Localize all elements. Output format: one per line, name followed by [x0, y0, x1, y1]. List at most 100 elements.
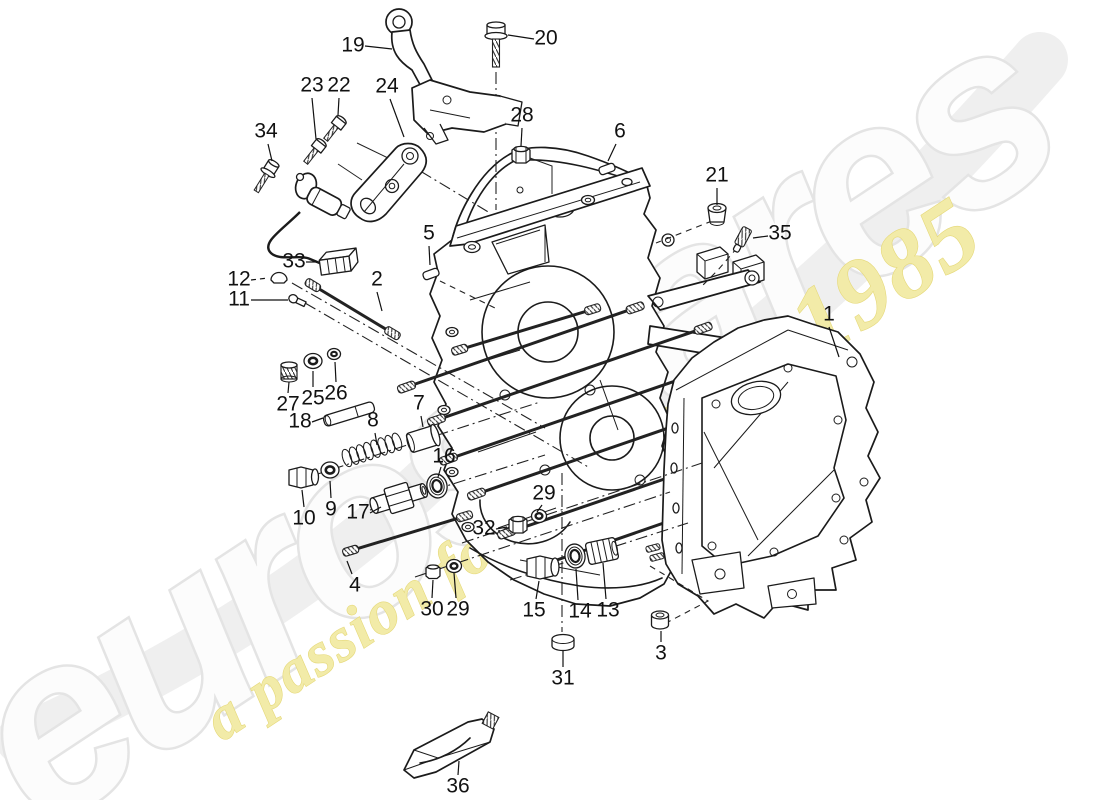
leader-line-27	[287, 381, 290, 394]
callout-22: 22	[327, 74, 350, 97]
part-sensor-arm-24	[350, 142, 428, 223]
callout-24: 24	[375, 75, 399, 98]
part-knurled-nut-27	[280, 361, 298, 383]
leader-line-20	[507, 34, 535, 40]
stud-boss-holes	[437, 326, 475, 533]
callout-29-lower: 29	[446, 598, 469, 621]
leader-line-13	[602, 562, 607, 600]
callout-33: 33	[282, 250, 305, 273]
callout-2: 2	[371, 268, 383, 291]
leader-line-1	[828, 326, 840, 358]
callout-9: 9	[325, 498, 337, 521]
callout-36: 36	[446, 775, 469, 798]
crankcase-right-half	[645, 315, 881, 619]
axis-line	[356, 142, 389, 159]
leader-line-15	[535, 580, 540, 600]
leader-line-9	[329, 480, 332, 499]
callout-27: 27	[276, 393, 299, 416]
leader-line-19	[364, 45, 393, 50]
leader-line-35	[752, 235, 769, 239]
part-washer-29-upper	[530, 508, 548, 524]
callout-23: 23	[300, 74, 323, 97]
leader-line-17	[369, 506, 382, 514]
axis-line	[461, 462, 703, 544]
callout-32: 32	[472, 517, 495, 540]
leader-line-23	[311, 97, 317, 140]
leader-line-5	[428, 245, 431, 266]
part-oring-26	[326, 347, 342, 361]
leader-line-28	[520, 127, 523, 147]
part-pin-35	[732, 226, 752, 253]
leader-line-30	[431, 579, 434, 599]
stud	[426, 321, 713, 427]
part-cap-31	[551, 633, 575, 652]
leader-line-12	[250, 277, 269, 281]
part-sensor-33	[267, 172, 359, 276]
callout-31: 31	[551, 667, 574, 690]
leader-line-10	[301, 489, 305, 508]
leader-line-2	[376, 291, 383, 312]
part-bolt-23	[303, 138, 327, 166]
callout-18: 18	[288, 410, 311, 433]
part-seal-16	[426, 473, 448, 499]
callout-17: 17	[346, 501, 369, 524]
callout-16: 16	[432, 445, 455, 468]
part-sleeve-18	[322, 401, 376, 427]
leader-line-18	[311, 417, 324, 423]
leader-line-22	[337, 97, 340, 116]
leader-line-4	[346, 560, 353, 575]
callout-15: 15	[522, 599, 545, 622]
part-sealant-tube-36	[403, 711, 500, 779]
part-bolt-34	[253, 159, 280, 194]
part-bolt-22	[323, 115, 347, 143]
part-bolt-11	[288, 293, 307, 308]
stud	[396, 301, 645, 394]
part-spring-8	[341, 432, 403, 468]
leader-line-36	[457, 760, 460, 776]
leader-line-6	[607, 143, 617, 162]
top-flange	[449, 167, 651, 275]
callout-4: 4	[349, 574, 361, 597]
callout-14: 14	[568, 600, 592, 623]
callout-29-upper: 29	[532, 482, 555, 505]
stud-part-4	[342, 510, 474, 557]
part-washer-9	[320, 461, 340, 479]
stud-part-2	[304, 278, 401, 341]
leader-line-7	[420, 415, 424, 428]
callout-5: 5	[423, 222, 435, 245]
part-nut-28	[511, 145, 531, 164]
leader-line-26	[334, 361, 337, 383]
callout-3: 3	[655, 642, 667, 665]
leader-line-32	[495, 526, 508, 530]
part-plug-7	[405, 423, 441, 453]
callout-10: 10	[292, 507, 315, 530]
part-hex-plug-10	[288, 466, 320, 489]
hardware-parts	[253, 8, 752, 779]
leader-line-8	[374, 432, 378, 446]
part-seal-14	[564, 543, 586, 569]
part-washer-29-lower	[445, 558, 463, 574]
callout-25: 25	[301, 387, 324, 410]
part-fitting-17	[369, 481, 429, 515]
callout-26: 26	[324, 382, 347, 405]
stud	[451, 303, 602, 356]
axis-line	[649, 565, 710, 623]
part-cap-12	[270, 271, 288, 284]
part-washer-25	[303, 352, 323, 370]
part-bracket-19	[385, 8, 523, 145]
callout-30: 30	[420, 598, 443, 621]
part-plug-21	[707, 202, 727, 226]
callout-13: 13	[596, 599, 619, 622]
callout-20: 20	[534, 27, 557, 50]
part-pin-5	[422, 267, 440, 281]
callout-8: 8	[367, 409, 379, 432]
axis-line	[529, 157, 553, 194]
callout-21: 21	[705, 164, 728, 187]
callout-7: 7	[413, 392, 425, 415]
leader-line-29-upper	[536, 504, 543, 513]
part-nut-30	[425, 564, 441, 580]
callout-35: 35	[768, 222, 791, 245]
leader-line-16	[437, 466, 442, 478]
